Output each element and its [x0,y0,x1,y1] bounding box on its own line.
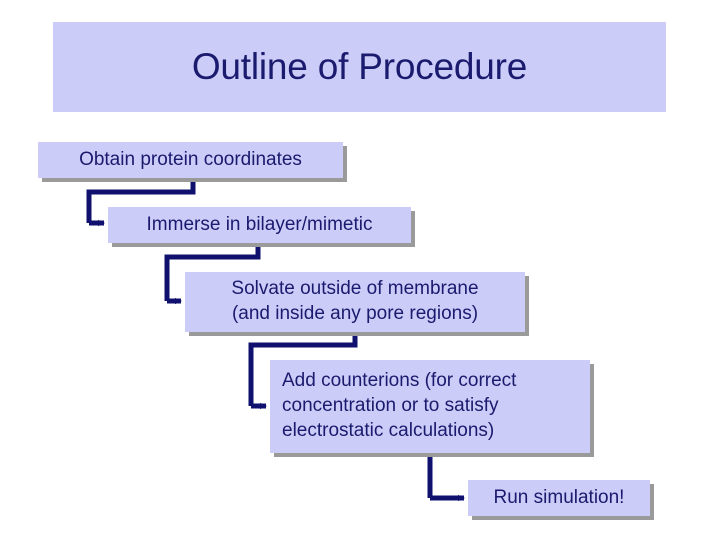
flow-step-immerse-in-bilayer[interactable]: Immerse in bilayer/mimetic [108,207,411,243]
flow-step-run-simulation[interactable]: Run simulation! [468,480,650,516]
page-title: Outline of Procedure [191,46,528,87]
flow-step-label: Immerse in bilayer/mimetic [146,213,373,235]
flow-step-label: Obtain protein coordinates [79,148,302,170]
flow-step-label: Solvate outside of membrane (and inside … [231,278,479,324]
flow-step-label: Add counterions (for correct concentrati… [282,370,517,441]
title-banner: Outline of Procedure [53,22,666,112]
connector-4-5-arrow [427,454,465,502]
flow-step-obtain-protein-coordinates[interactable]: Obtain protein coordinates [38,142,343,178]
flow-step-label: Run simulation! [493,486,625,508]
flow-step-add-counterions[interactable]: Add counterions (for correct concentrati… [270,360,590,453]
flow-step-solvate-outside-membrane[interactable]: Solvate outside of membrane (and inside … [185,272,525,332]
